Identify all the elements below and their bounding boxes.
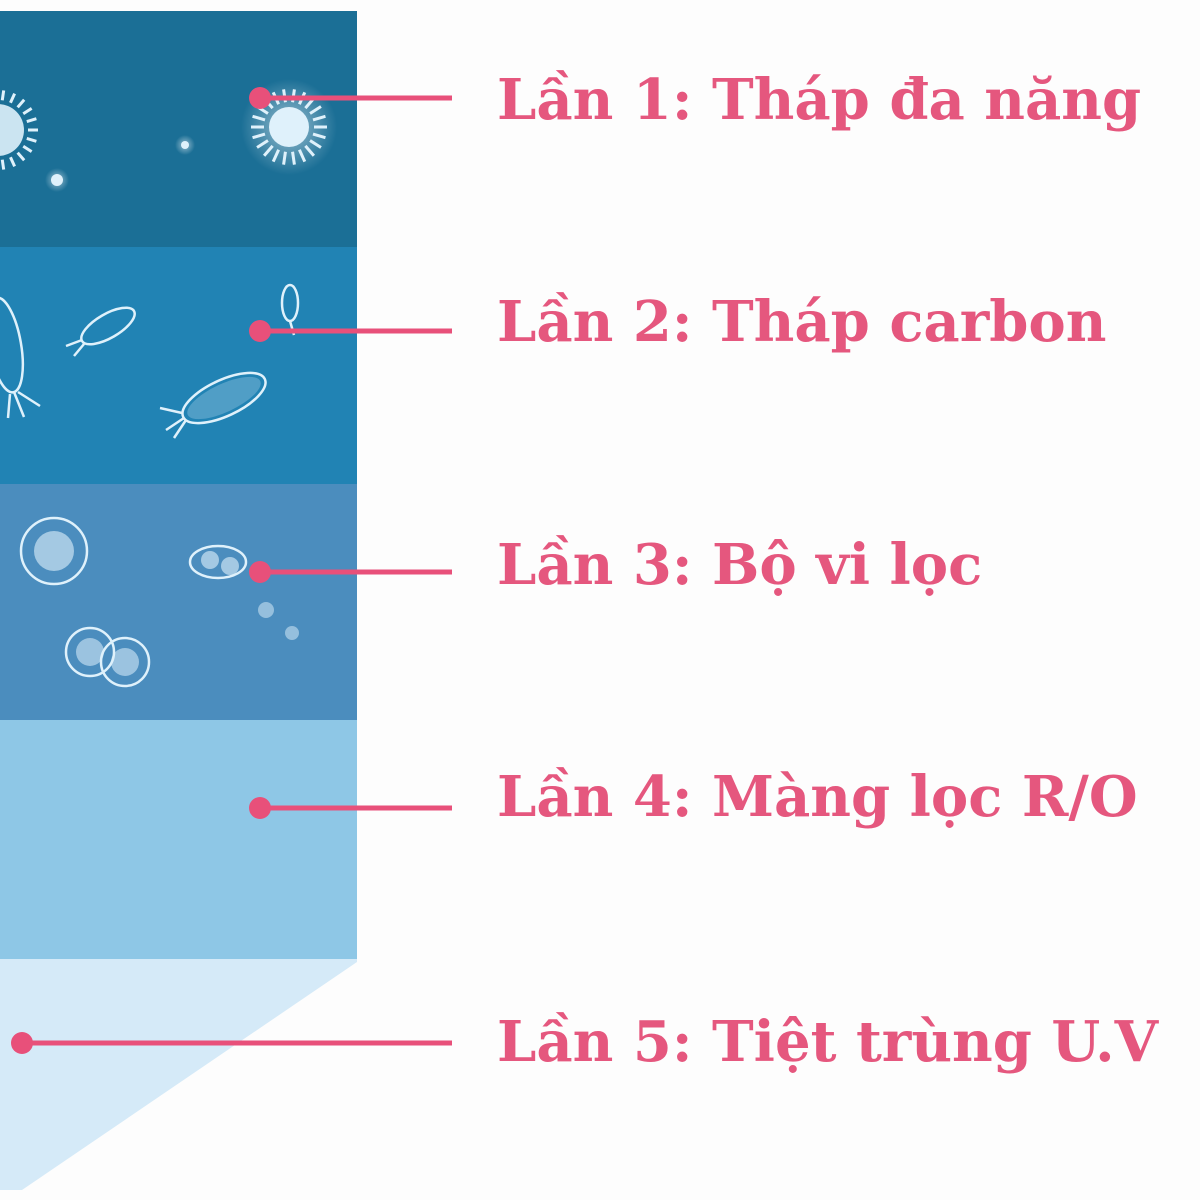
connector-dot-1 bbox=[249, 87, 271, 109]
bacterium-large-body bbox=[187, 376, 261, 420]
bacterium-tall-tail bbox=[6, 390, 41, 419]
cell-pair-a-core bbox=[76, 638, 104, 666]
sun-ray bbox=[252, 114, 266, 122]
sun-ray bbox=[26, 137, 37, 143]
sun-ray bbox=[22, 144, 33, 153]
sun-ray bbox=[298, 149, 307, 163]
sun-ray bbox=[9, 92, 16, 104]
stage-label-2: Lần 2: Tháp carbon bbox=[497, 289, 1107, 355]
cell-blob-core-b bbox=[221, 557, 239, 575]
layer-2-bacteria bbox=[0, 283, 300, 439]
sun-ray bbox=[26, 117, 37, 123]
cell-dot-2 bbox=[285, 626, 299, 640]
stage-label-3: Lần 3: Bộ vi lọc bbox=[497, 532, 983, 598]
bacterium-large-tail bbox=[159, 406, 188, 439]
cell-pair-a bbox=[64, 626, 116, 678]
stage-label-1: Lần 1: Tháp đa năng bbox=[497, 67, 1142, 133]
sun-ray bbox=[22, 107, 33, 116]
cell-pair-b-core bbox=[111, 648, 139, 676]
layer-5-band bbox=[0, 959, 357, 1190]
bacterium-large bbox=[181, 371, 267, 425]
particle-small-2-core bbox=[181, 141, 189, 149]
connector-dot-3 bbox=[249, 561, 271, 583]
cell-dot-1 bbox=[258, 602, 274, 618]
sun-ray bbox=[0, 90, 6, 101]
particle-small-1-core bbox=[51, 174, 63, 186]
cell-blob-core-a bbox=[201, 551, 219, 569]
sun-ray bbox=[262, 144, 274, 157]
connector-dot-4 bbox=[249, 797, 271, 819]
sun-ray bbox=[16, 98, 26, 109]
sun-ray bbox=[271, 149, 280, 163]
sun-ray bbox=[282, 151, 287, 165]
connectors bbox=[11, 87, 452, 1054]
particle-left-sun-core bbox=[0, 104, 24, 156]
stage-label-4: Lần 4: Màng lọc R/O bbox=[497, 764, 1138, 830]
cell-large-core bbox=[34, 531, 74, 571]
sun-ray bbox=[312, 132, 326, 140]
sun-ray bbox=[252, 132, 266, 140]
sun-ray bbox=[16, 151, 26, 162]
particle-left-sun-rays bbox=[0, 90, 38, 170]
sun-ray bbox=[312, 114, 326, 122]
bacterium-medium-tail bbox=[65, 338, 85, 357]
particle-large-sun-core bbox=[269, 107, 309, 147]
sun-ray bbox=[304, 144, 316, 157]
stage-label-5: Lần 5: Tiệt trùng U.V bbox=[497, 1009, 1159, 1075]
layer-3-cells bbox=[19, 516, 299, 688]
cell-pair-b bbox=[99, 636, 151, 688]
sun-ray bbox=[0, 159, 6, 170]
sun-ray bbox=[291, 151, 296, 165]
sun-ray bbox=[309, 139, 322, 149]
layer-4-band bbox=[0, 720, 357, 959]
sun-ray bbox=[309, 105, 322, 115]
connector-dot-5 bbox=[11, 1032, 33, 1054]
sun-ray bbox=[9, 156, 16, 168]
cell-blob bbox=[188, 544, 248, 580]
cell-large bbox=[19, 516, 89, 586]
sun-ray bbox=[256, 139, 269, 149]
connector-dot-2 bbox=[249, 320, 271, 342]
layer-2-band bbox=[0, 247, 357, 484]
layer-3-band bbox=[0, 484, 357, 720]
